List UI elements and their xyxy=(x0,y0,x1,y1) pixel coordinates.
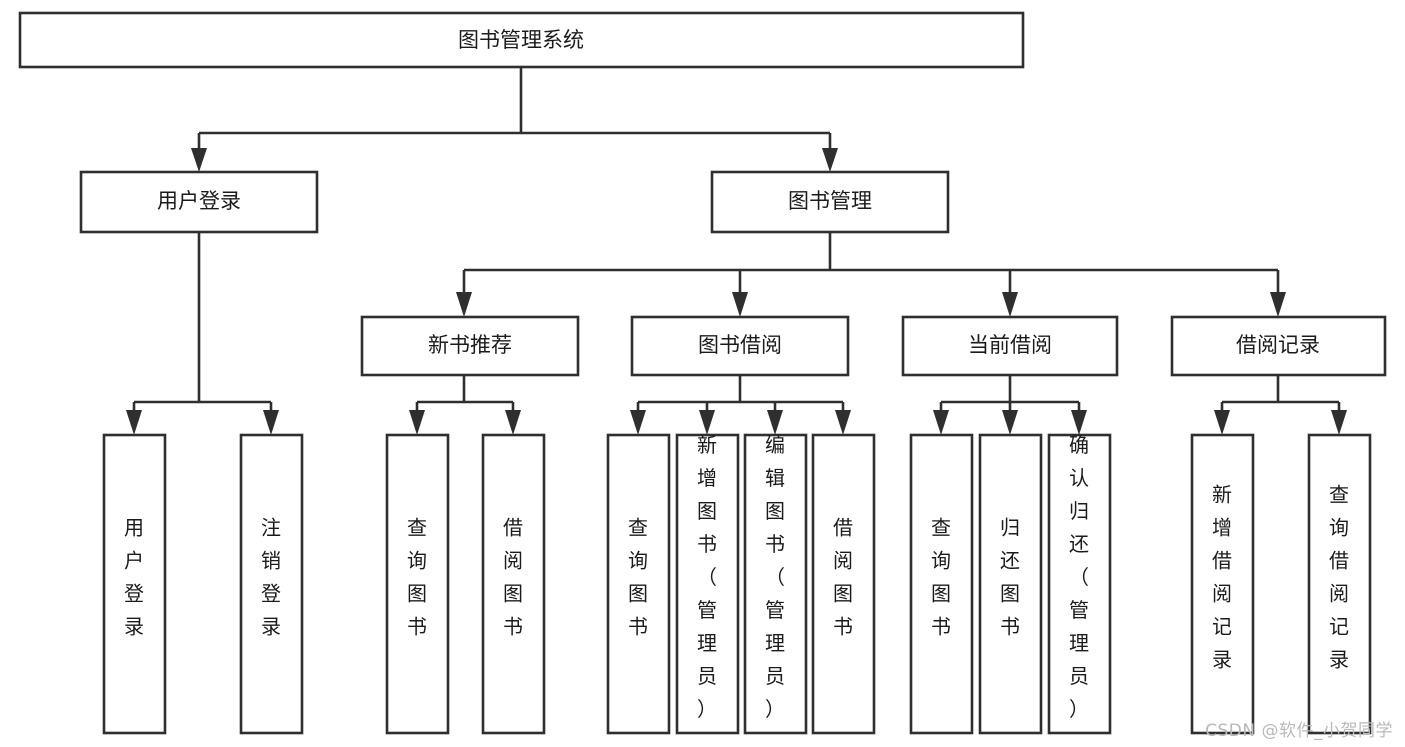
leaf-node-query-borrow-record[interactable]: 查询借阅记录 xyxy=(1307,433,1372,735)
node-label-vertical: 编辑图书（管理员） xyxy=(765,433,785,721)
connector-current-to-leaves xyxy=(933,375,1087,435)
node-book-borrow[interactable]: 图书借阅 xyxy=(630,315,850,377)
node-rect[interactable] xyxy=(1047,433,1112,735)
node-rect[interactable] xyxy=(481,433,546,735)
arrow-icon xyxy=(1002,292,1018,317)
connector-bookmgmt-to-level3 xyxy=(456,232,1286,317)
arrow-icon xyxy=(1071,410,1087,435)
node-rect[interactable] xyxy=(901,315,1119,377)
arrow-icon xyxy=(456,292,472,317)
node-rect[interactable] xyxy=(675,433,740,735)
leaf-node-confirm-return-admin[interactable]: 确认归还（管理员） xyxy=(1047,433,1112,735)
node-rect[interactable] xyxy=(630,315,850,377)
arrow-icon xyxy=(1002,410,1018,435)
connector-userlogin-to-leaves xyxy=(126,232,279,435)
arrow-icon xyxy=(732,292,748,317)
node-rect[interactable] xyxy=(978,433,1043,735)
leaf-node-edit-book-admin[interactable]: 编辑图书（管理员） xyxy=(743,433,808,735)
leaf-node-logout[interactable]: 注销登录 xyxy=(239,433,304,735)
arrow-icon xyxy=(835,410,851,435)
node-rect[interactable] xyxy=(79,170,319,234)
connector-record-to-leaves xyxy=(1214,375,1347,435)
arrow-icon xyxy=(822,148,838,172)
node-rect[interactable] xyxy=(360,315,580,377)
node-label-vertical: 查询图书 xyxy=(931,516,951,639)
leaf-node-query-book-recommend[interactable]: 查询图书 xyxy=(385,433,450,735)
node-rect[interactable] xyxy=(239,433,304,735)
leaf-node-borrow-book-recommend[interactable]: 借阅图书 xyxy=(481,433,546,735)
node-rect[interactable] xyxy=(385,433,450,735)
node-label: 图书管理 xyxy=(788,189,872,213)
leaf-node-add-borrow-record[interactable]: 新增借阅记录 xyxy=(1190,433,1255,735)
arrow-icon xyxy=(505,410,521,435)
node-label: 用户登录 xyxy=(157,189,241,213)
arrow-icon xyxy=(1214,410,1230,435)
node-label-vertical: 确认归还（管理员） xyxy=(1069,433,1089,721)
connector-root-to-level2 xyxy=(191,67,838,172)
arrow-icon xyxy=(409,410,425,435)
leaf-node-query-book-current[interactable]: 查询图书 xyxy=(909,433,974,735)
node-label: 新书推荐 xyxy=(428,333,512,357)
leaf-node-user-login[interactable]: 用户登录 xyxy=(102,433,167,735)
arrow-icon xyxy=(126,410,142,435)
node-rect[interactable] xyxy=(1190,433,1255,735)
node-label: 借阅记录 xyxy=(1236,333,1320,357)
node-rect[interactable] xyxy=(102,433,167,735)
node-label-vertical: 借阅图书 xyxy=(833,516,853,639)
node-borrow-record[interactable]: 借阅记录 xyxy=(1170,315,1387,377)
node-label-vertical: 注销登录 xyxy=(261,516,281,639)
connector-borrow-to-leaves xyxy=(630,375,851,435)
leaf-node-query-book-borrow[interactable]: 查询图书 xyxy=(606,433,671,735)
arrow-icon xyxy=(1270,292,1286,317)
node-user-login[interactable]: 用户登录 xyxy=(79,170,319,234)
node-rect[interactable] xyxy=(811,433,876,735)
leaf-node-return-book[interactable]: 归还图书 xyxy=(978,433,1043,735)
arrow-icon xyxy=(767,410,783,435)
arrow-icon xyxy=(263,410,279,435)
node-current-borrow[interactable]: 当前借阅 xyxy=(901,315,1119,377)
node-label-vertical: 查询图书 xyxy=(628,516,648,639)
node-label-vertical: 新增借阅记录 xyxy=(1212,483,1232,672)
node-rect[interactable] xyxy=(18,11,1025,69)
node-rect[interactable] xyxy=(710,170,950,234)
node-rect[interactable] xyxy=(1307,433,1372,735)
connector-newbook-to-leaves xyxy=(409,375,521,435)
node-label: 当前借阅 xyxy=(968,333,1052,357)
arrow-icon xyxy=(933,410,949,435)
node-book-management[interactable]: 图书管理 xyxy=(710,170,950,234)
node-rect[interactable] xyxy=(743,433,808,735)
node-label-vertical: 归还图书 xyxy=(1000,516,1020,639)
arrow-icon xyxy=(699,410,715,435)
node-label-vertical: 新增图书（管理员） xyxy=(697,433,717,721)
arrow-icon xyxy=(191,148,207,172)
node-label-vertical: 查询借阅记录 xyxy=(1329,483,1349,672)
node-label-vertical: 借阅图书 xyxy=(503,516,523,639)
node-rect[interactable] xyxy=(606,433,671,735)
arrow-icon xyxy=(1331,410,1347,435)
node-label: 图书借阅 xyxy=(698,333,782,357)
node-root[interactable]: 图书管理系统 xyxy=(18,11,1025,69)
node-new-book-recommend[interactable]: 新书推荐 xyxy=(360,315,580,377)
arrow-icon xyxy=(630,410,646,435)
node-label: 图书管理系统 xyxy=(458,28,584,52)
node-rect[interactable] xyxy=(1170,315,1387,377)
watermark-text: CSDN @软件_小贺同学 xyxy=(1205,721,1393,741)
leaf-node-add-book-admin[interactable]: 新增图书（管理员） xyxy=(675,433,740,735)
node-label-vertical: 查询图书 xyxy=(407,516,427,639)
node-rect[interactable] xyxy=(909,433,974,735)
leaf-node-borrow-book[interactable]: 借阅图书 xyxy=(811,433,876,735)
node-label-vertical: 用户登录 xyxy=(124,516,144,639)
